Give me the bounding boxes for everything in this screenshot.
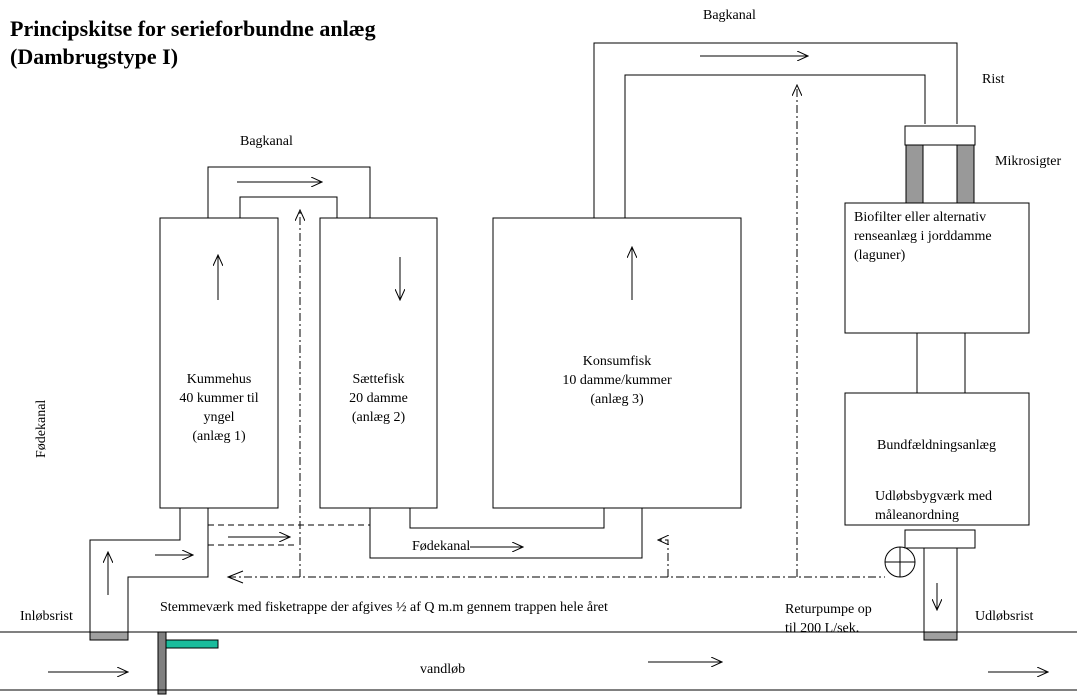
udlob-measure-box (904, 529, 976, 549)
mikrosigter-left (905, 144, 924, 204)
kummehus-tank (159, 217, 279, 509)
mikrosigter-right (956, 144, 975, 204)
label-kummehus: Kummehus 40 kummer til yngel (anlæg 1) (179, 372, 259, 444)
label-udlobsrist: Udløbsrist (975, 609, 1034, 624)
bagkanal-left-outer (207, 166, 371, 218)
bagkanal-left-inner (239, 196, 338, 218)
label-indlobsrist: Inløbsrist (20, 609, 73, 624)
fodekanal-outer (89, 508, 181, 632)
label-udlobsbygvaerk: Udløbsbygværk med måleanordning (875, 489, 993, 523)
label-rist: Rist (982, 72, 1005, 87)
label-returpumpe: Returpumpe op til 200 L/sek. (785, 602, 872, 636)
label-bagkanal-top: Bagkanal (703, 8, 756, 23)
saettefisk-tank (319, 217, 438, 509)
label-fodekanal-bottom: Fødekanal (412, 539, 471, 554)
rist-block (904, 125, 976, 146)
label-biofilter: Biofilter eller alternativ renseanlæg i … (854, 210, 992, 263)
label-stemmevaerk: Stemmeværk med fisketrappe der afgives ½… (160, 600, 608, 615)
label-bundfaeldning: Bundfældningsanlæg (877, 438, 997, 453)
label-saettefisk: Sættefisk 20 damme (anlæg 2) (349, 372, 408, 425)
label-vandlob: vandløb (420, 662, 466, 677)
inlet-grate (89, 631, 129, 641)
bagkanal-top-outer (593, 42, 958, 218)
label-mikrosigter: Mikrosigter (995, 154, 1062, 169)
fodekanal-bottom-outer (369, 508, 643, 559)
biofilter-box (844, 202, 1030, 334)
label-bagkanal-left: Bagkanal (240, 134, 293, 149)
bagkanal-top-inner (624, 74, 926, 218)
label-konsumfisk: Konsumfisk 10 damme/kummer (anlæg 3) (562, 354, 672, 407)
outlet-grate (923, 631, 958, 641)
fodekanal-bottom-inner (409, 508, 605, 529)
diagram-title: Principskitse for serieforbundne anlæg (… (10, 16, 376, 69)
label-fodekanal-vertical: Fødekanal (34, 399, 49, 458)
stemmevaerk-plate (157, 631, 167, 695)
fisketrappe (165, 639, 219, 649)
konsumfisk-tank (492, 217, 742, 509)
fodekanal-inner (127, 508, 209, 632)
bundfaeldning-box (844, 392, 1030, 526)
